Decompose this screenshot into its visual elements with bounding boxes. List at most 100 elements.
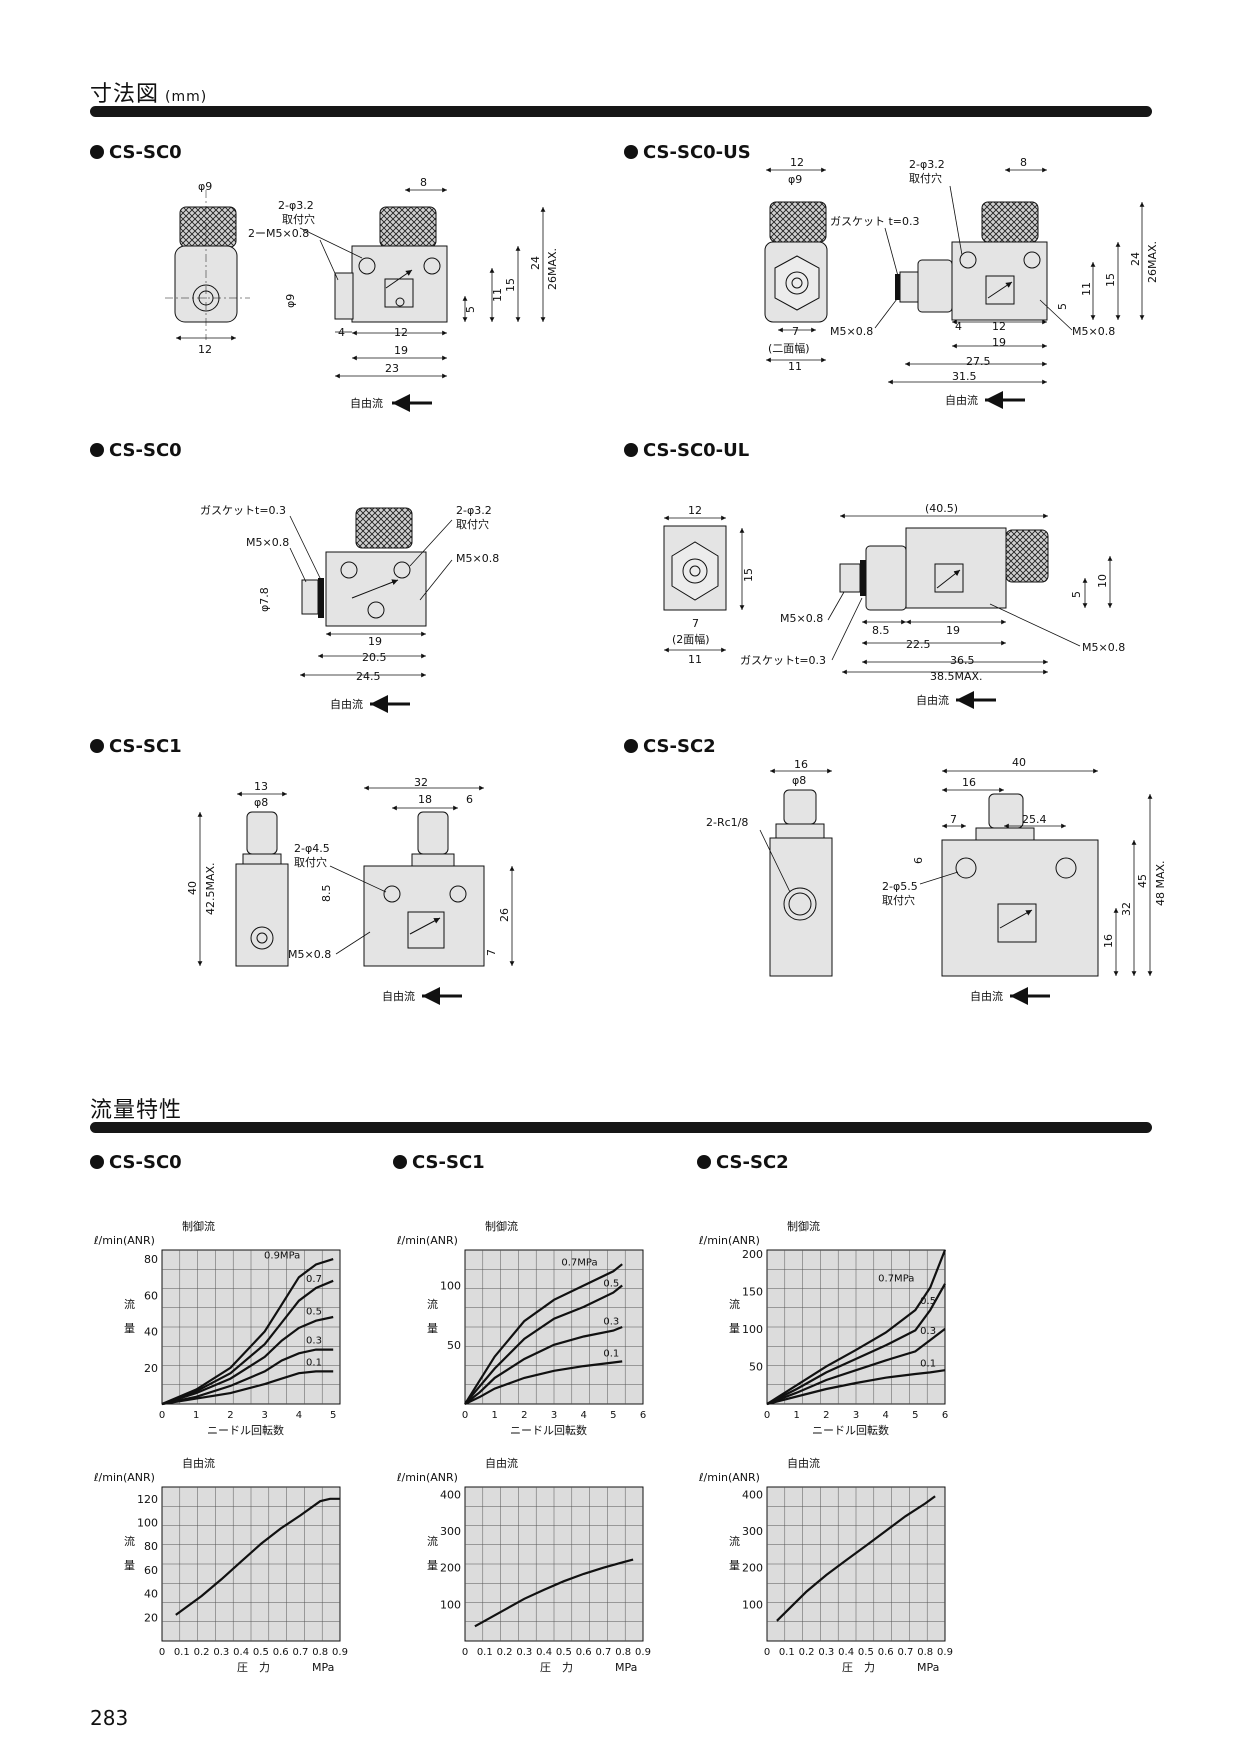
- y-axis-label: ℓ/min(ANR): [93, 1471, 155, 1484]
- dim-label: 2-Rc1/8: [706, 816, 748, 829]
- dim-label: 23: [385, 362, 399, 375]
- dim-label: 2-φ3.2: [278, 199, 314, 212]
- dim-label: 12: [198, 343, 212, 356]
- y-tick-label: 200: [742, 1562, 763, 1575]
- series-line: [161, 1348, 334, 1406]
- x-axis-unit: MPa: [917, 1661, 939, 1674]
- dim-label: M5×0.8: [830, 325, 873, 338]
- flow-model-sc2: CS-SC2: [697, 1152, 789, 1173]
- y-tick-label: 100: [742, 1323, 763, 1336]
- dim-label: 16: [1102, 934, 1115, 948]
- model-label-sc0-us: CS-SC0-US: [624, 142, 751, 163]
- bullet-icon: [90, 145, 104, 159]
- x-tick-label: 0.5: [253, 1647, 269, 1658]
- dim-label: 19: [368, 635, 382, 648]
- y-axis-char: 流: [729, 1534, 740, 1548]
- x-tick-label: 0: [764, 1410, 770, 1421]
- dim-label: 15: [742, 568, 755, 582]
- dim-label: 25.4: [1022, 813, 1047, 826]
- x-tick-label: 6: [640, 1410, 646, 1421]
- mount-hole: [423, 257, 441, 275]
- y-tick-label: 60: [144, 1289, 158, 1302]
- x-tick-label: 3: [853, 1410, 859, 1421]
- dim-label: ガスケットt=0.3: [740, 654, 826, 667]
- y-axis-char: 流: [729, 1297, 740, 1311]
- x-tick-label: 0.9: [332, 1647, 348, 1658]
- valve-body-front: [941, 839, 1099, 977]
- series-label: 0.7: [306, 1274, 322, 1285]
- dim-label: 40: [186, 881, 199, 895]
- valve-body-front: [363, 865, 485, 967]
- series-line: [474, 1558, 634, 1628]
- y-axis-char: 量: [729, 1559, 740, 1572]
- y-tick-label: 150: [742, 1285, 763, 1298]
- dim-label: 取付穴: [882, 893, 915, 907]
- series-line: [464, 1360, 623, 1405]
- valve-symbol: [407, 911, 445, 949]
- model-label-text: CS-SC0: [109, 1152, 182, 1173]
- mount-hole: [393, 561, 411, 579]
- series-label: 0.1: [920, 1358, 936, 1369]
- valve-symbol: [934, 563, 964, 593]
- valve-symbol: [985, 275, 1015, 305]
- x-tick-label: 0.2: [497, 1647, 513, 1658]
- series-label: 0.7MPa: [561, 1257, 597, 1268]
- chart-title: 自由流: [787, 1456, 820, 1470]
- dim-label: 8: [420, 176, 427, 189]
- series-line: [766, 1328, 946, 1406]
- model-label-sc2: CS-SC2: [624, 736, 716, 757]
- flow-model-sc1: CS-SC1: [393, 1152, 485, 1173]
- series-line: [776, 1495, 936, 1622]
- y-axis-label: ℓ/min(ANR): [396, 1234, 458, 1247]
- free-flow-label: 自由流: [382, 989, 415, 1003]
- dim-label: 38.5MAX.: [930, 670, 983, 683]
- y-tick-label: 60: [144, 1564, 158, 1577]
- model-label-sc1: CS-SC1: [90, 736, 182, 757]
- chart-title: 制御流: [485, 1219, 518, 1233]
- model-label-text: CS-SC0: [109, 440, 182, 461]
- y-tick-label: 40: [144, 1588, 158, 1601]
- dim-label: M5×0.8: [288, 948, 331, 961]
- free-flow-label: 自由流: [916, 693, 949, 707]
- dim-label: 2-φ3.2: [456, 504, 492, 517]
- model-label-sc0-ul: CS-SC0-UL: [624, 440, 749, 461]
- x-tick-label: 2: [823, 1410, 829, 1421]
- dim-label: 7: [485, 949, 498, 956]
- drawing-sc0-a: φ9 12 2-φ3.2 取付穴 2ーM5×0.8 φ9 8 4 12 19 2…: [165, 176, 559, 412]
- x-tick-label: 0.3: [213, 1647, 229, 1658]
- dim-label: (二面幅): [768, 342, 810, 355]
- x-tick-label: 4: [580, 1410, 586, 1421]
- dim-label: φ9: [788, 173, 802, 186]
- dim-label: 26: [498, 908, 511, 922]
- series-line: [766, 1369, 946, 1406]
- mount-hole: [1055, 857, 1077, 879]
- bullet-icon: [90, 1155, 104, 1169]
- mount-hole: [1023, 251, 1041, 269]
- x-tick-label: 0.4: [233, 1647, 249, 1658]
- bullet-icon: [90, 443, 104, 457]
- x-tick-label: 6: [942, 1410, 948, 1421]
- x-tick-label: 0.2: [799, 1647, 815, 1658]
- x-tick-label: 0: [462, 1410, 468, 1421]
- y-axis-char: 流: [124, 1297, 135, 1311]
- y-axis-char: 量: [124, 1322, 135, 1335]
- series-label: 0.1: [603, 1349, 619, 1360]
- drawing-sc0-b: ガスケットt=0.3 M5×0.8 2-φ3.2 取付穴 M5×0.8 φ7.8…: [200, 504, 499, 713]
- model-label-text: CS-SC0-US: [643, 142, 751, 163]
- bullet-icon: [90, 739, 104, 753]
- dim-label: ガスケットt=0.3: [200, 504, 286, 517]
- x-tick-label: 0.7: [595, 1647, 611, 1658]
- dim-label: 36.5: [950, 654, 975, 667]
- drawing-sc2: 16 φ8 2-Rc1/8 40 16 7 25.4 6 2-φ5.5 取付穴 …: [706, 756, 1167, 1005]
- dim-label: 10: [1096, 574, 1109, 588]
- dim-label: 18: [418, 793, 432, 806]
- x-axis-label: ニードル回転数: [510, 1424, 587, 1437]
- valve-port-stub: [334, 272, 354, 320]
- dim-label: 16: [962, 776, 976, 789]
- series-line: [464, 1284, 623, 1405]
- dim-label: 11: [688, 653, 702, 666]
- dim-label: 19: [394, 344, 408, 357]
- dimensions-title: 寸法図(mm): [90, 76, 207, 108]
- dim-label: 2-φ3.2: [909, 158, 945, 171]
